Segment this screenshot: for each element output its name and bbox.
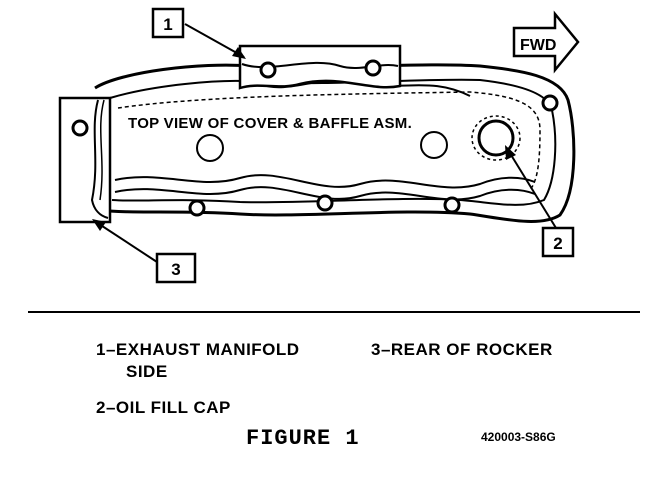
baffle-lower-wave-2 [114,186,536,201]
bolt-hole-lower-middle [316,194,334,212]
legend-item-rear-of-rocker: 3–REAR OF ROCKER [371,340,553,359]
callout-3-number: 3 [171,260,180,279]
callout-2-number: 2 [553,234,562,253]
figure-code: 420003-S86G [481,430,556,444]
callout-2-arrowhead [505,145,516,160]
legend-item-exhaust-manifold: 1–EXHAUST MANIFOLD [96,340,300,359]
rocker-cover-diagram: TOP VIEW OF COVER & BAFFLE ASM. FWD 1 2 … [58,7,580,284]
bolt-hole-rear [71,119,89,137]
callout-3-arrowhead [92,219,106,231]
bolt-hole-lower-right [443,196,461,214]
callout-1-leader [184,23,245,58]
callout-3-leader [95,221,158,263]
bolt-hole-front [541,94,559,112]
forward-label: FWD [520,37,556,54]
section-divider [28,311,640,313]
callout-2-leader [507,149,557,229]
callout-1-arrowhead [232,47,246,59]
oil-fill-cap-outer [471,115,521,161]
legend-item-exhaust-manifold-continued: SIDE [126,362,168,381]
bolt-hole-top-right [364,59,382,77]
bolt-hole-top-left [259,61,277,79]
legend-item-oil-fill-cap: 2–OIL FILL CAP [96,398,231,417]
baffle-lower-wave-1 [114,174,536,189]
cover-opening-right [420,131,448,159]
baffle-dashed-outline [117,91,541,191]
diagram-title: TOP VIEW OF COVER & BAFFLE ASM. [128,115,412,132]
bolt-hole-lower-left [188,199,206,217]
callout-1-box [151,7,185,39]
exhaust-manifold-side-box [238,44,402,90]
callout-1-number: 1 [163,15,172,34]
figure-title: FIGURE 1 [246,426,360,451]
forward-arrow-icon [512,10,580,74]
callout-2-box [541,226,575,258]
rocker-rear-contour-2 [99,99,105,201]
rocker-rear-contour [90,99,109,219]
callout-3-box [155,252,197,284]
oil-fill-cap [477,119,515,157]
cover-opening-left [196,134,224,162]
